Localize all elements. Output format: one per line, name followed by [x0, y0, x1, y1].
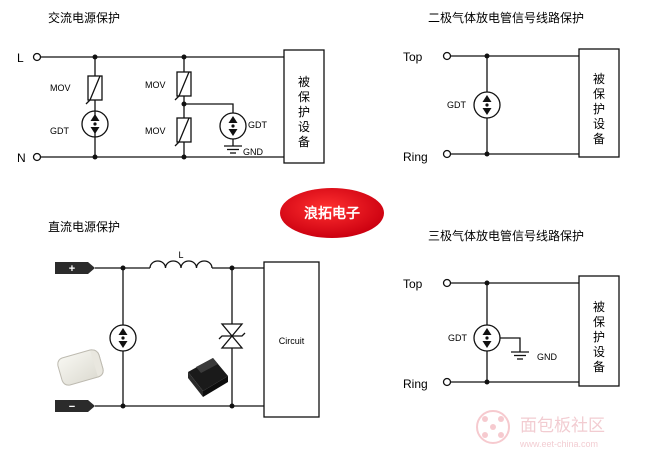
brand-badge: 浪拓电子 — [280, 188, 384, 238]
device-char-5: 备 — [593, 132, 605, 146]
device-char-4: 设 — [593, 117, 605, 131]
device-char-2: 保 — [593, 315, 605, 329]
gnd-label-1: GND — [243, 147, 264, 157]
minus-terminal: − — [55, 400, 95, 413]
circuit-block: Circuit — [263, 261, 320, 418]
gdt-tube-1 — [81, 110, 109, 138]
terminal-n — [32, 152, 42, 162]
device-char-5: 备 — [298, 135, 310, 149]
smd-diode-component — [188, 358, 228, 397]
watermark-logo-icon — [476, 410, 510, 444]
device-char-5: 备 — [593, 360, 605, 374]
protected-device-3: 被 保 护 设 备 — [578, 275, 620, 387]
ring-terminal-2 — [442, 377, 452, 387]
ac-branch-1: MOV GDT — [50, 54, 109, 160]
minus-label: − — [69, 401, 75, 413]
device-char-2: 保 — [298, 90, 310, 104]
plus-terminal: + — [55, 262, 95, 275]
inductor-label: L — [178, 250, 183, 260]
ground-symbol-2 — [511, 351, 529, 360]
three-pole-title: 三极气体放电管信号线路保护 — [428, 228, 584, 243]
two-pole-gdt-circuit: 二极气体放电管信号线路保护 Top Ring GDT 被 保 护 设 备 — [403, 10, 620, 164]
top-terminal-1 — [442, 51, 452, 61]
gdt-tube-4 — [109, 324, 137, 352]
watermark: 面包板社区 www.eet-china.com — [476, 410, 605, 449]
device-char-4: 设 — [298, 120, 310, 134]
ceramic-gdt-component — [57, 349, 104, 386]
device-char-3: 护 — [298, 105, 310, 119]
dc-protection-circuit: 直流电源保护 + − L — [48, 220, 320, 418]
gdt-label-3: GDT — [447, 100, 467, 110]
two-pole-title: 二极气体放电管信号线路保护 — [428, 10, 584, 25]
device-char-3: 护 — [593, 330, 605, 344]
terminal-l — [32, 52, 42, 62]
device-char-1: 被 — [593, 72, 605, 86]
circuit-label: Circuit — [279, 336, 305, 346]
watermark-text: 面包板社区 — [520, 416, 605, 436]
top-label-2: Top — [403, 277, 423, 291]
tvs-diode — [218, 323, 246, 349]
protected-device-1: 被 保 护 设 备 — [283, 49, 325, 164]
dc-title: 直流电源保护 — [48, 220, 120, 234]
gdt-label-2: GDT — [248, 120, 268, 130]
protected-device-2: 被 保 护 设 备 — [578, 48, 620, 158]
mov-label-3: MOV — [145, 126, 166, 136]
terminal-l-label: L — [17, 51, 24, 65]
gdt-tube-3 — [473, 91, 501, 119]
device-char-2: 保 — [593, 87, 605, 101]
ring-label-1: Ring — [403, 150, 428, 164]
gdt-tube-2 — [219, 112, 247, 140]
top-label-1: Top — [403, 50, 423, 64]
ac-title: 交流电源保护 — [48, 10, 120, 25]
terminal-n-label: N — [17, 151, 26, 165]
device-char-3: 护 — [593, 102, 605, 116]
three-pole-gdt-circuit: 三极气体放电管信号线路保护 Top Ring GDT GND 被 保 护 — [403, 228, 620, 391]
ac-branch-2: MOV MOV GDT GND — [145, 54, 268, 160]
plus-label: + — [69, 263, 75, 275]
gnd-label-2: GND — [537, 352, 558, 362]
mov-label-2: MOV — [145, 80, 166, 90]
top-terminal-2 — [442, 278, 452, 288]
watermark-url: www.eet-china.com — [519, 439, 598, 449]
gdt-label-5: GDT — [448, 333, 468, 343]
device-char-1: 被 — [298, 75, 310, 89]
inductor — [149, 260, 213, 269]
ground-symbol-1 — [224, 145, 242, 154]
ring-label-2: Ring — [403, 377, 428, 391]
device-char-1: 被 — [593, 300, 605, 314]
ring-terminal-1 — [442, 149, 452, 159]
gdt-tube-5 — [473, 324, 501, 352]
ac-protection-circuit: 交流电源保护 L N MOV GDT — [17, 10, 325, 165]
device-char-4: 设 — [593, 345, 605, 359]
mov-label-1: MOV — [50, 83, 71, 93]
brand-badge-text: 浪拓电子 — [304, 205, 360, 222]
gdt-label-1: GDT — [50, 126, 70, 136]
